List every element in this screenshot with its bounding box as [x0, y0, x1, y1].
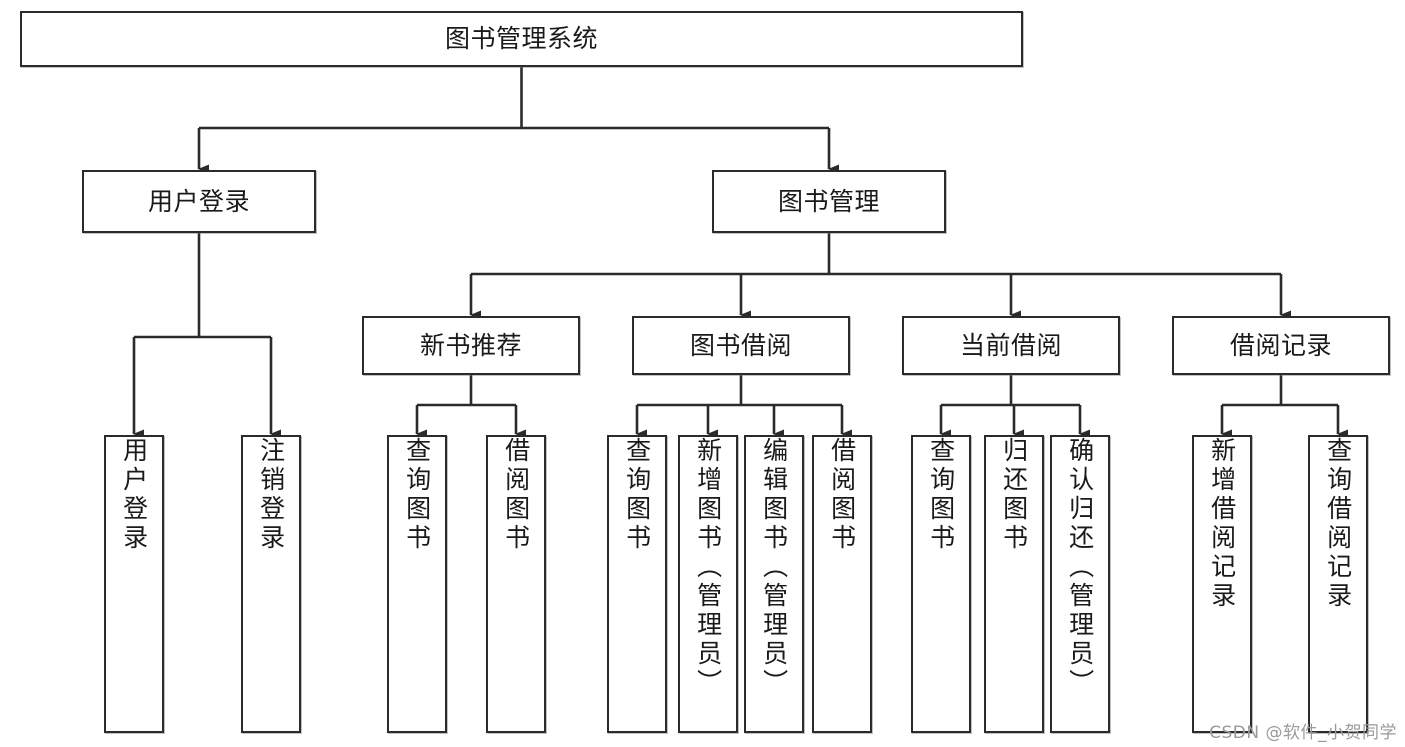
node-book-borrow[interactable]: 图书借阅 [632, 316, 850, 375]
node-leaf-user-logout[interactable]: 注销登录 [241, 435, 301, 733]
node-leaf-query-book-2[interactable]: 查询图书 [607, 435, 667, 733]
node-leaf-return-book[interactable]: 归还图书 [984, 435, 1044, 733]
node-label-leaf-query-book-1: 查询图书 [402, 437, 432, 553]
node-leaf-add-record[interactable]: 新增借阅记录 [1192, 435, 1252, 733]
node-label-leaf-user-logout: 注销登录 [256, 437, 286, 553]
node-label-book-manage: 图书管理 [777, 186, 880, 216]
node-label-leaf-user-login: 用户登录 [119, 437, 149, 553]
node-label-leaf-edit-book: 编辑图书（管理员） [759, 437, 789, 698]
node-label-current-borrow: 当前借阅 [959, 330, 1062, 360]
node-label-leaf-query-record: 查询借阅记录 [1323, 437, 1353, 611]
node-label-leaf-query-book-3: 查询图书 [926, 437, 956, 553]
node-new-book-rec[interactable]: 新书推荐 [362, 316, 580, 375]
node-leaf-query-record[interactable]: 查询借阅记录 [1308, 435, 1368, 733]
node-borrow-record[interactable]: 借阅记录 [1172, 316, 1390, 375]
node-label-leaf-add-book: 新增图书（管理员） [693, 437, 723, 698]
node-leaf-user-login[interactable]: 用户登录 [104, 435, 164, 733]
node-label-leaf-confirm-return: 确认归还（管理员） [1065, 437, 1095, 698]
node-leaf-add-book[interactable]: 新增图书（管理员） [678, 435, 738, 733]
node-user-login[interactable]: 用户登录 [82, 170, 316, 233]
node-leaf-borrow-book-2[interactable]: 借阅图书 [812, 435, 872, 733]
node-label-leaf-borrow-book-1: 借阅图书 [501, 437, 531, 553]
edges [132, 67, 1348, 439]
node-leaf-query-book-1[interactable]: 查询图书 [387, 435, 447, 733]
node-leaf-query-book-3[interactable]: 查询图书 [911, 435, 971, 733]
node-leaf-confirm-return[interactable]: 确认归还（管理员） [1050, 435, 1110, 733]
node-label-leaf-return-book: 归还图书 [999, 437, 1029, 553]
node-current-borrow[interactable]: 当前借阅 [902, 316, 1120, 375]
node-label-leaf-borrow-book-2: 借阅图书 [827, 437, 857, 553]
node-label-book-borrow: 图书借阅 [689, 330, 792, 360]
node-label-borrow-record: 借阅记录 [1229, 330, 1332, 360]
node-leaf-borrow-book-1[interactable]: 借阅图书 [486, 435, 546, 733]
node-label-user-login: 用户登录 [147, 186, 250, 216]
node-label-leaf-query-book-2: 查询图书 [622, 437, 652, 553]
node-leaf-edit-book[interactable]: 编辑图书（管理员） [744, 435, 804, 733]
node-label-new-book-rec: 新书推荐 [419, 330, 522, 360]
node-label-root: 图书管理系统 [444, 24, 598, 54]
node-root[interactable]: 图书管理系统 [20, 11, 1023, 67]
node-book-manage[interactable]: 图书管理 [712, 170, 946, 233]
watermark-text: CSDN @软件_小贺同学 [1209, 723, 1397, 743]
node-label-leaf-add-record: 新增借阅记录 [1207, 437, 1237, 611]
